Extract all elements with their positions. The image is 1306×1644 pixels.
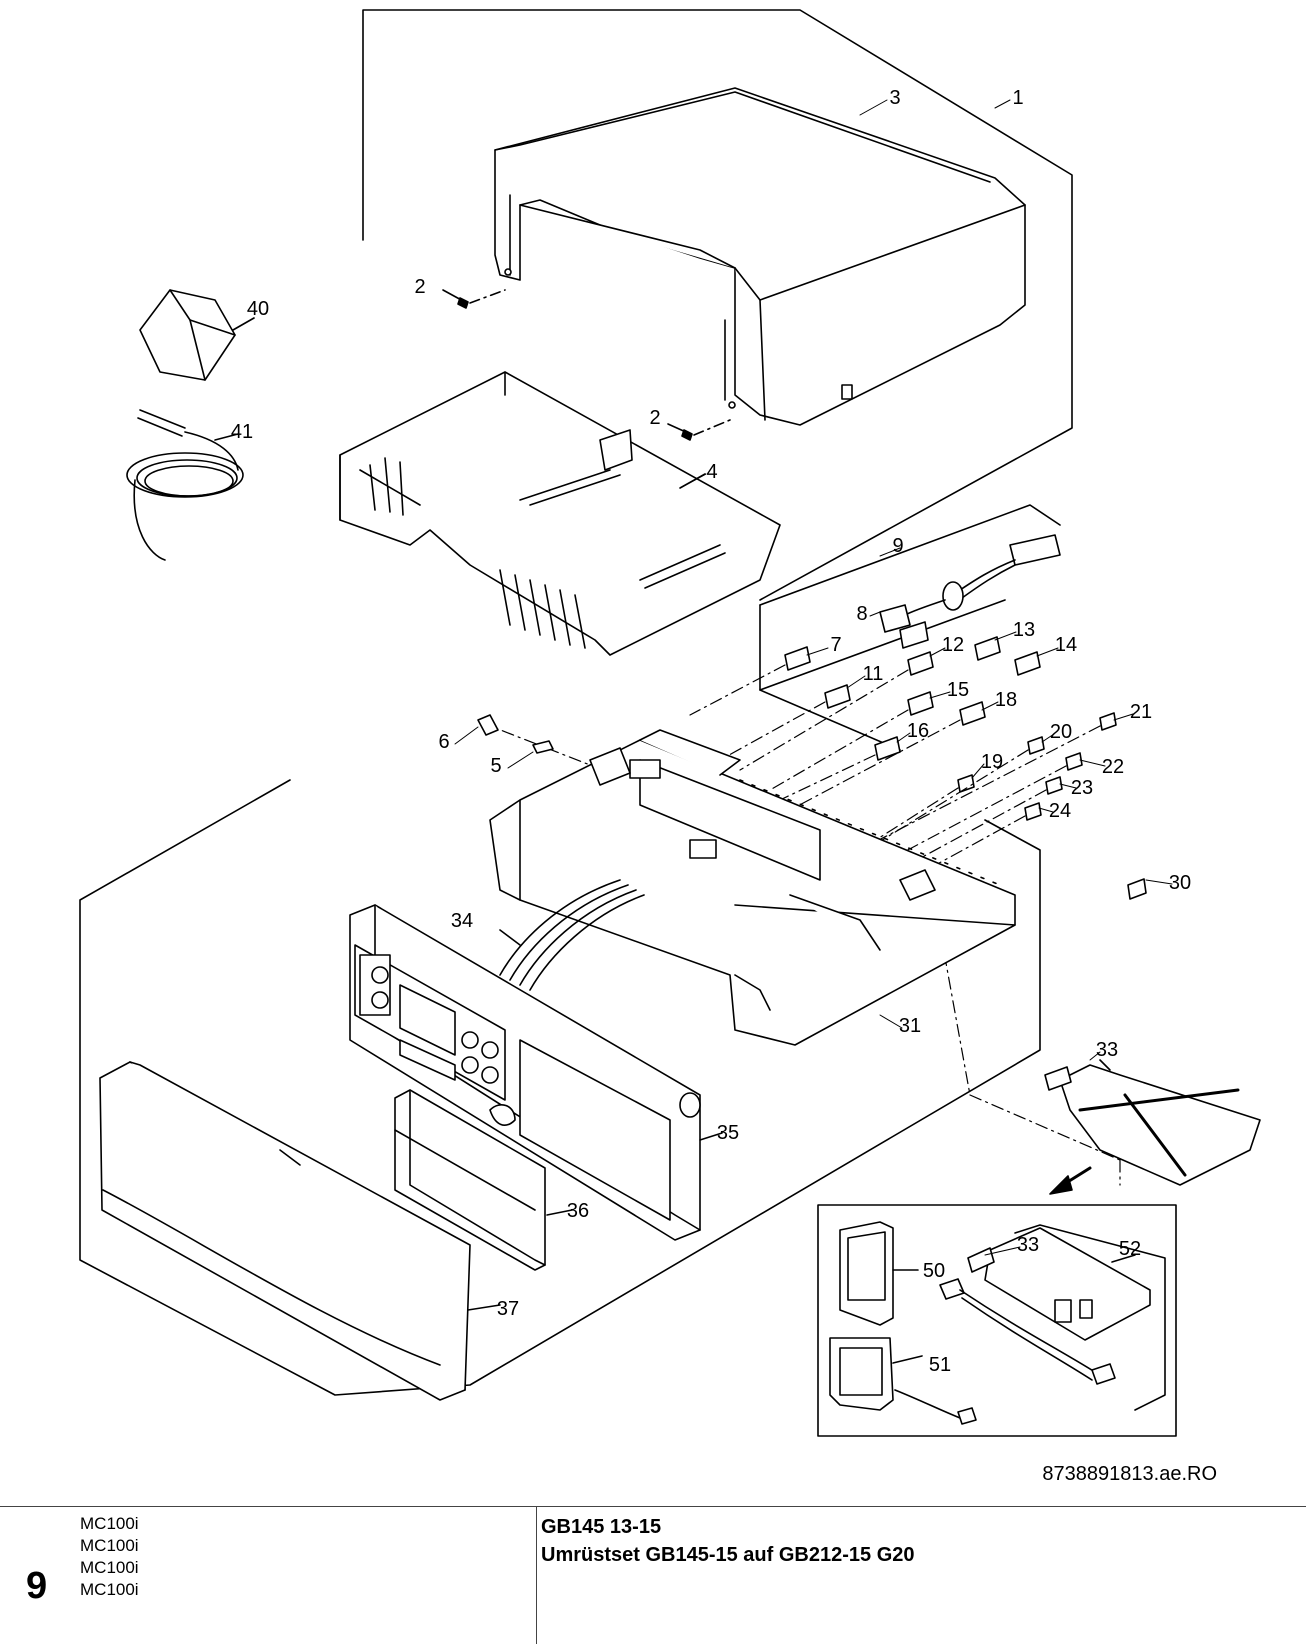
frame-tray [339, 371, 781, 656]
model-name: MC100i [80, 1536, 139, 1555]
callout-label: 4 [706, 461, 717, 483]
callout-label: 18 [995, 689, 1017, 711]
callout-label: 13 [1013, 619, 1035, 641]
group-frame-cable-harness [759, 504, 1061, 751]
group-frame-cover [362, 9, 1073, 601]
callout-label: 1 [1012, 87, 1023, 109]
exploded-parts-diagram: 1322404149871213141115181665212019222324… [79, 9, 1261, 1485]
callout-label: 51 [929, 1354, 951, 1376]
callout-label: 2 [414, 276, 425, 298]
callout-label: 41 [231, 421, 253, 443]
callout-label: 40 [247, 298, 269, 320]
callout-label: 21 [1130, 701, 1152, 723]
callout-label: 30 [1169, 872, 1191, 894]
callout-label: 36 [567, 1200, 589, 1222]
callout-label: 15 [947, 679, 969, 701]
front-panel-frame [349, 904, 723, 1241]
replacement-arrow [1049, 1166, 1092, 1195]
callout-label: 9 [892, 535, 903, 557]
callout-label: 24 [1049, 800, 1071, 822]
callout-label: 11 [863, 663, 884, 685]
model-list: MC100i MC100i MC100i MC100i [80, 1513, 139, 1601]
document-subtitle: Umrüstset GB145-15 auf GB212-15 G20 [541, 1544, 915, 1566]
callout-leaders [454, 99, 1173, 1256]
page-number: 9 [26, 1565, 48, 1607]
callout-label: 33 [1017, 1234, 1039, 1256]
cap-part [139, 289, 255, 381]
footer: 9 MC100i MC100i MC100i MC100i GB145 13-1… [0, 1506, 1306, 1644]
sensor-cable [126, 409, 244, 561]
screw-left [442, 289, 506, 309]
callout-label: 34 [451, 910, 473, 932]
footer-divider [536, 1507, 537, 1644]
callout-label: 22 [1102, 756, 1124, 778]
callout-label: 7 [830, 634, 841, 656]
callout-label: 37 [497, 1298, 519, 1320]
callout-label: 50 [923, 1260, 945, 1282]
callout-label: 2 [649, 407, 660, 429]
callout-label: 35 [717, 1122, 739, 1144]
replacement-kit-frame [817, 1204, 1177, 1437]
cable-harness [879, 534, 1061, 649]
callout-label: 52 [1119, 1238, 1141, 1260]
ribbon-cable [499, 879, 645, 991]
module-housing [829, 1337, 977, 1425]
plug-connectors [784, 636, 1147, 900]
controller-base [489, 729, 1016, 1046]
callout-label: 8 [856, 603, 867, 625]
cover-strip [394, 1089, 573, 1271]
callout-label: 6 [438, 731, 449, 753]
callout-label: 16 [907, 720, 929, 742]
group-frame-controller [79, 779, 1041, 1396]
obsolete-board [1044, 1059, 1261, 1186]
callout-label: 5 [490, 755, 501, 777]
replacement-board [939, 1227, 1151, 1385]
drawing-number: 8738891813.ae.RO [1042, 1463, 1217, 1485]
front-door [99, 1061, 501, 1401]
top-cover [494, 87, 1026, 426]
callout-label: 31 [899, 1015, 921, 1037]
callout-label: 19 [981, 751, 1003, 773]
model-name: MC100i [80, 1514, 139, 1533]
screw-right [667, 419, 731, 441]
callout-label: 20 [1050, 721, 1072, 743]
callout-label: 33 [1096, 1039, 1118, 1061]
callout-label: 23 [1071, 777, 1093, 799]
callout-label: 12 [942, 634, 964, 656]
fuse-holder [477, 714, 554, 754]
callout-label: 14 [1055, 634, 1077, 656]
model-name: MC100i [80, 1558, 139, 1577]
model-name: MC100i [80, 1580, 139, 1599]
module-cover [839, 1221, 919, 1326]
document-title: GB145 13-15 [541, 1516, 662, 1538]
callout-label: 3 [889, 87, 900, 109]
assembly-guide-lines [479, 664, 1121, 1186]
footer-titles: GB145 13-15 Umrüstset GB145-15 auf GB212… [541, 1513, 915, 1569]
